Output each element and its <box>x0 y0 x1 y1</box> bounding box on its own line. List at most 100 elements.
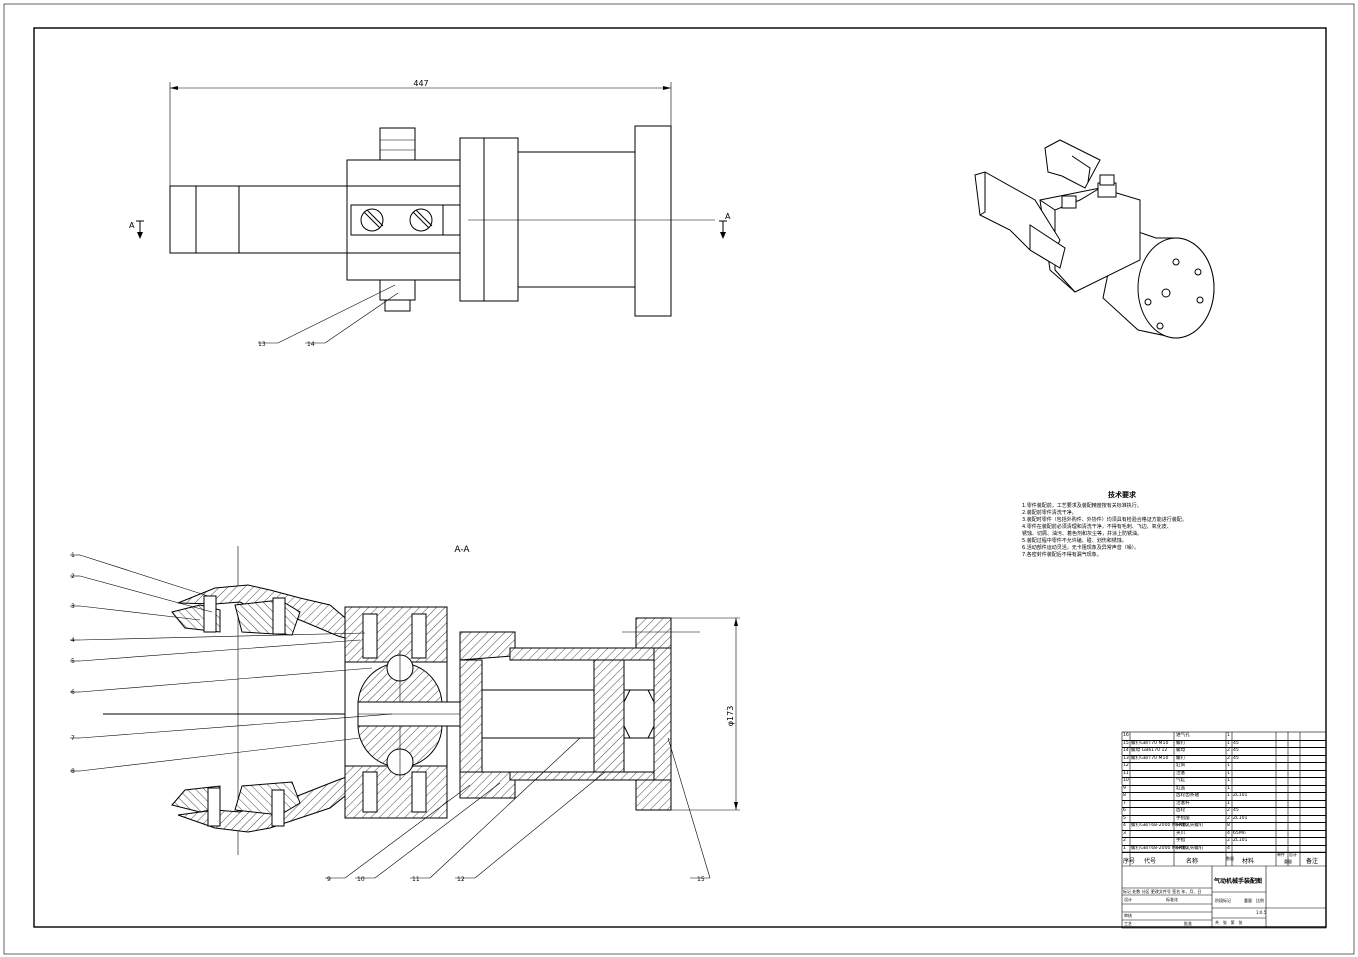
scale-value: 1:0.5 <box>1256 910 1267 915</box>
bom-cell-mat: 65Mn <box>1233 830 1246 836</box>
bom-cell-mat: 45 <box>1233 755 1239 761</box>
section-title: A-A <box>454 545 470 555</box>
callout-5: 5 <box>71 658 75 665</box>
note-line: 锈蚀、切屑、油污、着色剂和灰尘等，并涂上防锈油。 <box>1022 531 1143 537</box>
callout-13: 13 <box>258 341 266 348</box>
label-row: 标记 处数 分区 更改文件号 签名 年、月、日 <box>1123 889 1211 895</box>
bom-cell-code: 螺钉GB/T68-2000 M6X16 <box>1131 845 1188 851</box>
bom-cell-qty: 1 <box>1227 763 1230 768</box>
label-page-unit: 张 <box>1238 920 1243 925</box>
note-line: 6.活动部件运动灵活，无卡阻现象及异常声音（噪）。 <box>1022 545 1140 551</box>
bom-cell-qty: 4 <box>1227 830 1230 836</box>
note-line: 4.零件在装配前必须清理和清洗干净，不得有毛刺、飞边、氧化皮、 <box>1022 524 1172 530</box>
bom-cell-no: 7 <box>1123 800 1126 806</box>
bom-header-qty: 数量 <box>1226 856 1234 861</box>
bom-header-remark: 备注 <box>1306 858 1319 865</box>
bom-cell-name: 螺钉 <box>1176 755 1186 761</box>
notes-title: 技术要求 <box>1108 491 1136 499</box>
bom-cell-qty: 2 <box>1227 808 1230 813</box>
technical-notes: 技术要求 1.零件装配前，工艺要求及装配精度按有关标准执行。 2.装配前零件清洗… <box>1022 492 1222 559</box>
label-standard: 标准化 <box>1166 897 1178 902</box>
bom-header-code: 代号 <box>1144 858 1157 865</box>
bom-cell-name: 开槽沉头螺钉 <box>1176 823 1204 828</box>
note-line: 5.装配过程中零件不允许磕、碰、划伤和锈蚀。 <box>1022 538 1127 544</box>
bom-cell-name: 齿轮 <box>1176 808 1186 813</box>
callout-8: 8 <box>71 768 75 775</box>
label-zone: 分区 <box>1141 889 1150 894</box>
callout-12: 12 <box>457 876 465 883</box>
isometric-view <box>974 139 1215 339</box>
bom-header-mat: 材料 <box>1242 858 1255 865</box>
bom-cell-qty: 1 <box>1227 793 1230 798</box>
dim-length-label: 447 <box>413 79 428 88</box>
bom-cell-no: 6 <box>1123 808 1126 813</box>
bom-cell-name: 齿轮齿条轴 <box>1176 793 1199 798</box>
bom-cell-mat: ZL101 <box>1233 815 1248 821</box>
bom-cell-no: 13 <box>1123 755 1129 761</box>
label-stage: 阶段标记 <box>1215 898 1231 903</box>
bom-cell-qty: 8 <box>1227 823 1230 828</box>
title-block-grid <box>1121 731 1327 929</box>
bom-header-name: 名称 <box>1186 858 1199 865</box>
bom-cell-mat: 45 <box>1233 740 1239 746</box>
bom-cell-no: 2 <box>1123 838 1126 843</box>
note-line: 2.装配前零件清洗干净。 <box>1022 510 1077 516</box>
label-count: 处数 <box>1132 889 1141 894</box>
label-sheets: 共 <box>1215 920 1219 925</box>
callout-4: 4 <box>71 637 75 644</box>
bom-header-total: 总计 <box>1289 852 1297 857</box>
label-sheet: 张 <box>1222 920 1227 925</box>
bom-cell-name: 螺钉 <box>1176 740 1186 746</box>
bom-cell-qty: 1 <box>1227 770 1230 776</box>
callout-15: 15 <box>697 876 705 883</box>
bom-cell-qty: 2 <box>1227 838 1230 843</box>
inner-frame <box>33 27 1327 928</box>
callout-7: 7 <box>71 735 75 742</box>
label-scale: 比例 <box>1256 898 1264 903</box>
bom-cell-name: 活塞 <box>1176 770 1186 776</box>
label-approve: 批准 <box>1184 921 1192 926</box>
bom-cell-code: 螺母 GB6170 12 <box>1131 748 1168 753</box>
label-weight: 重量 <box>1244 898 1252 903</box>
section-mark-left: A <box>129 221 135 230</box>
label-page: 第 <box>1230 920 1235 925</box>
bom-cell-code: 螺钉GB/T70 M10 <box>1131 740 1169 746</box>
bom-cell-name: 螺母 <box>1176 748 1186 753</box>
bom-cell-no: 15 <box>1123 740 1129 746</box>
callout-11: 11 <box>412 876 420 883</box>
bom-cell-qty: 1 <box>1227 778 1230 783</box>
bom-cell-mat: 45 <box>1233 748 1239 753</box>
label-mark: 标记 <box>1123 889 1131 894</box>
bom-cell-no: 1 <box>1123 845 1126 851</box>
bom-cell-no: 11 <box>1123 770 1129 776</box>
bom-cell-mat: ZL101 <box>1233 838 1248 843</box>
bom-cell-qty: 2 <box>1227 815 1230 821</box>
top-view: 447 A A <box>129 79 731 348</box>
bom-cell-name: 开槽沉头螺钉 <box>1176 845 1204 851</box>
label-change-doc: 更改文件号 <box>1150 889 1171 894</box>
bom-cell-name: 夹爪 <box>1176 830 1186 836</box>
bom-cell-no: 10 <box>1123 778 1129 783</box>
bom-cell-qty: 2 <box>1227 748 1230 753</box>
bom-cell-code: 螺钉GB/T68-2000 M6X16 <box>1131 823 1188 828</box>
note-line: 7.各密封件装配后不得有漏气现象。 <box>1022 552 1102 558</box>
bom-cell-mat: 45 <box>1233 808 1239 813</box>
callout-3: 3 <box>71 603 75 610</box>
bom-cell-name: 进气孔 <box>1176 733 1190 738</box>
drawing-title: 气动机械手装配图 <box>1214 878 1263 885</box>
callout-10: 10 <box>357 876 365 883</box>
bom-header: 序号 代号 名称 数量 材料 单件 总计 重量 备注 <box>1122 852 1326 866</box>
